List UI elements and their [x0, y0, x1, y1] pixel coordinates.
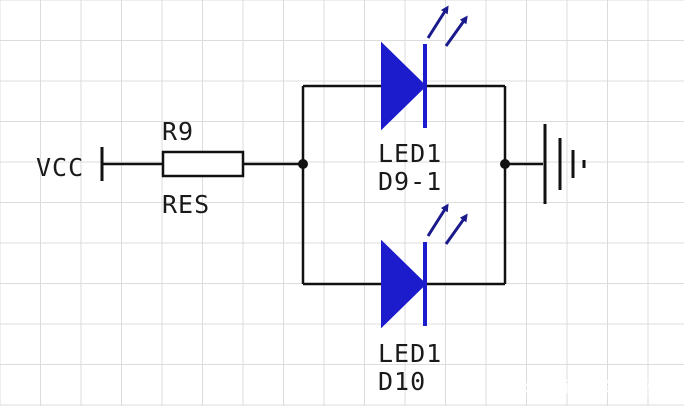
led-bottom-name-label: LED1: [378, 339, 442, 368]
junction-dot-left: [298, 159, 308, 169]
resistor-type-label: RES: [162, 190, 210, 219]
watermark-text: 头条 @亿佰特物联网实验室: [489, 378, 674, 396]
light-arrows-icon-bottom: [426, 203, 468, 245]
light-arrows-icon-top: [426, 5, 468, 47]
vcc-terminal: [100, 147, 163, 181]
resistor-icon: [161, 150, 245, 178]
resistor-ref-label: R9: [162, 117, 194, 146]
led-top-name-label: LED1: [378, 139, 442, 168]
led-icon-top: [381, 41, 427, 131]
led-icon-bottom: [381, 239, 427, 329]
vcc-label: VCC: [36, 153, 84, 182]
parallel-branch-wires: [301, 84, 543, 286]
junction-dot-right: [500, 159, 510, 169]
led-bottom-ref-label: D10: [378, 367, 426, 396]
ground-symbol-icon: [543, 124, 586, 204]
led-top-ref-label: D9-1: [378, 167, 442, 196]
